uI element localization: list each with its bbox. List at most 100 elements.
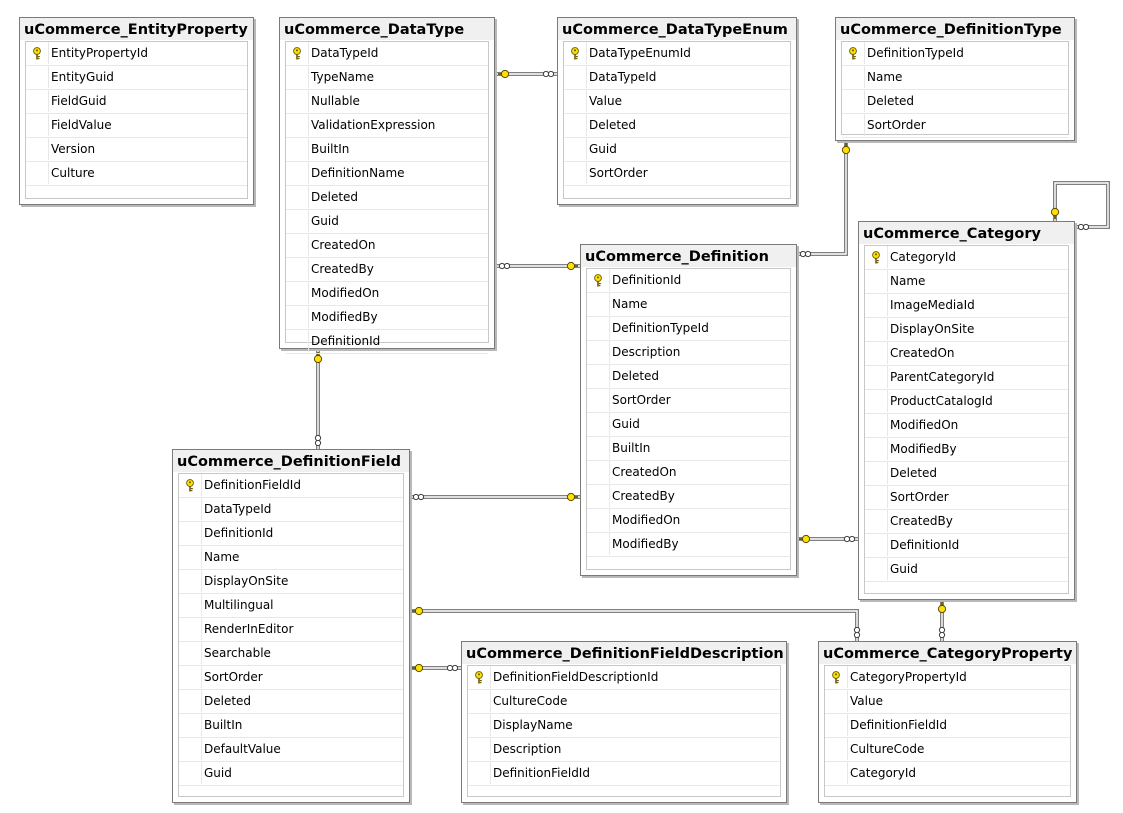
column-row[interactable]: DefaultValue bbox=[179, 738, 403, 762]
primary-key-column-row[interactable]: CategoryId bbox=[865, 246, 1068, 270]
column-row[interactable]: Deleted bbox=[179, 690, 403, 714]
column-row[interactable]: CategoryId bbox=[825, 762, 1070, 786]
relationship-category-definition[interactable] bbox=[797, 534, 858, 544]
column-row[interactable]: CultureCode bbox=[825, 738, 1070, 762]
column-row[interactable]: Name bbox=[842, 66, 1068, 90]
relationship-definitionfield-datatype[interactable] bbox=[313, 350, 323, 449]
column-row[interactable]: CreatedOn bbox=[286, 234, 488, 258]
column-row[interactable]: Guid bbox=[179, 762, 403, 786]
column-row[interactable]: Deleted bbox=[587, 365, 790, 389]
column-row[interactable]: Description bbox=[468, 738, 780, 762]
column-row[interactable]: DefinitionTypeId bbox=[587, 317, 790, 341]
column-row[interactable]: SortOrder bbox=[842, 114, 1068, 138]
relationship-definitionfielddescription-definitionfield[interactable] bbox=[410, 663, 461, 673]
column-row[interactable]: ModifiedOn bbox=[865, 414, 1068, 438]
column-row[interactable]: DisplayOnSite bbox=[865, 318, 1068, 342]
table-title[interactable]: uCommerce_CategoryProperty bbox=[819, 642, 1076, 664]
column-row[interactable]: Nullable bbox=[286, 90, 488, 114]
column-row[interactable]: DisplayName bbox=[468, 714, 780, 738]
column-row[interactable]: Name bbox=[865, 270, 1068, 294]
column-row[interactable]: DefinitionId bbox=[865, 534, 1068, 558]
column-row[interactable]: SortOrder bbox=[564, 162, 790, 186]
relationship-categoryproperty-definitionfield[interactable] bbox=[410, 606, 861, 641]
primary-key-column-row[interactable]: DefinitionFieldDescriptionId bbox=[468, 666, 780, 690]
column-row[interactable]: SortOrder bbox=[179, 666, 403, 690]
column-row[interactable]: ModifiedOn bbox=[587, 509, 790, 533]
column-row[interactable]: CreatedOn bbox=[587, 461, 790, 485]
column-row[interactable]: Guid bbox=[286, 210, 488, 234]
primary-key-column-row[interactable]: DataTypeEnumId bbox=[564, 42, 790, 66]
column-row[interactable]: Deleted bbox=[286, 186, 488, 210]
column-row[interactable]: ModifiedBy bbox=[865, 438, 1068, 462]
column-row[interactable]: FieldValue bbox=[26, 114, 247, 138]
primary-key-column-row[interactable]: DefinitionTypeId bbox=[842, 42, 1068, 66]
column-row[interactable]: DefinitionName bbox=[286, 162, 488, 186]
column-row[interactable]: Version bbox=[26, 138, 247, 162]
column-row[interactable]: DefinitionId bbox=[179, 522, 403, 546]
column-row[interactable]: ModifiedOn bbox=[286, 282, 488, 306]
table-title[interactable]: uCommerce_DefinitionFieldDescription bbox=[462, 642, 786, 664]
column-row[interactable]: DisplayOnSite bbox=[179, 570, 403, 594]
table-title[interactable]: uCommerce_Category bbox=[859, 222, 1074, 244]
column-row[interactable]: BuiltIn bbox=[179, 714, 403, 738]
column-row[interactable]: CultureCode bbox=[468, 690, 780, 714]
table-title[interactable]: uCommerce_DefinitionType bbox=[836, 18, 1074, 40]
column-row[interactable]: FieldGuid bbox=[26, 90, 247, 114]
column-row[interactable]: ParentCategoryId bbox=[865, 366, 1068, 390]
column-row[interactable]: Value bbox=[825, 690, 1070, 714]
primary-key-column-row[interactable]: DefinitionId bbox=[587, 269, 790, 293]
column-row[interactable]: ProductCatalogId bbox=[865, 390, 1068, 414]
relationship-datatypeenum-datatype[interactable] bbox=[496, 69, 557, 79]
table-title[interactable]: uCommerce_EntityProperty bbox=[20, 18, 253, 40]
column-row[interactable]: Deleted bbox=[842, 90, 1068, 114]
primary-key-column-row[interactable]: DefinitionFieldId bbox=[179, 474, 403, 498]
table-title[interactable]: uCommerce_DataTypeEnum bbox=[558, 18, 796, 40]
column-row[interactable]: TypeName bbox=[286, 66, 488, 90]
column-row[interactable]: DataTypeId bbox=[564, 66, 790, 90]
table-title[interactable]: uCommerce_Definition bbox=[581, 245, 796, 267]
table-title[interactable]: uCommerce_DataType bbox=[280, 18, 494, 40]
column-row[interactable]: BuiltIn bbox=[286, 138, 488, 162]
column-row[interactable]: DefinitionId bbox=[286, 330, 488, 354]
column-row[interactable]: ModifiedBy bbox=[286, 306, 488, 330]
relationship-categoryproperty-category[interactable] bbox=[937, 600, 947, 641]
relationship-datatype-definition[interactable] bbox=[496, 261, 580, 271]
column-row[interactable]: ImageMediaId bbox=[865, 294, 1068, 318]
column-row[interactable]: Multilingual bbox=[179, 594, 403, 618]
column-row[interactable]: Guid bbox=[587, 413, 790, 437]
column-row[interactable]: Guid bbox=[865, 558, 1068, 582]
primary-key-column-row[interactable]: DataTypeId bbox=[286, 42, 488, 66]
column-row[interactable]: SortOrder bbox=[587, 389, 790, 413]
column-row[interactable]: Deleted bbox=[564, 114, 790, 138]
column-row[interactable]: Description bbox=[587, 341, 790, 365]
column-row[interactable]: Value bbox=[564, 90, 790, 114]
column-row[interactable]: Name bbox=[179, 546, 403, 570]
primary-key-column-row[interactable]: EntityPropertyId bbox=[26, 42, 247, 66]
column-row[interactable]: SortOrder bbox=[865, 486, 1068, 510]
column-row[interactable]: DefinitionFieldId bbox=[468, 762, 780, 786]
column-row[interactable]: CreatedBy bbox=[286, 258, 488, 282]
column-row[interactable]: BuiltIn bbox=[587, 437, 790, 461]
column-row[interactable]: DefinitionFieldId bbox=[825, 714, 1070, 738]
column-row[interactable]: RenderInEditor bbox=[179, 618, 403, 642]
column-row[interactable]: Name bbox=[587, 293, 790, 317]
column-row[interactable]: Guid bbox=[564, 138, 790, 162]
column-row[interactable]: CreatedOn bbox=[865, 342, 1068, 366]
relationship-definition-definitiontype[interactable] bbox=[797, 141, 851, 258]
column-row[interactable]: Searchable bbox=[179, 642, 403, 666]
table-title[interactable]: uCommerce_DefinitionField bbox=[173, 450, 409, 472]
column-row[interactable]: ValidationExpression bbox=[286, 114, 488, 138]
column-row[interactable]: Deleted bbox=[865, 462, 1068, 486]
column-row[interactable]: CreatedBy bbox=[587, 485, 790, 509]
primary-key-column-row[interactable]: CategoryPropertyId bbox=[825, 666, 1070, 690]
column-row[interactable]: Culture bbox=[26, 162, 247, 186]
